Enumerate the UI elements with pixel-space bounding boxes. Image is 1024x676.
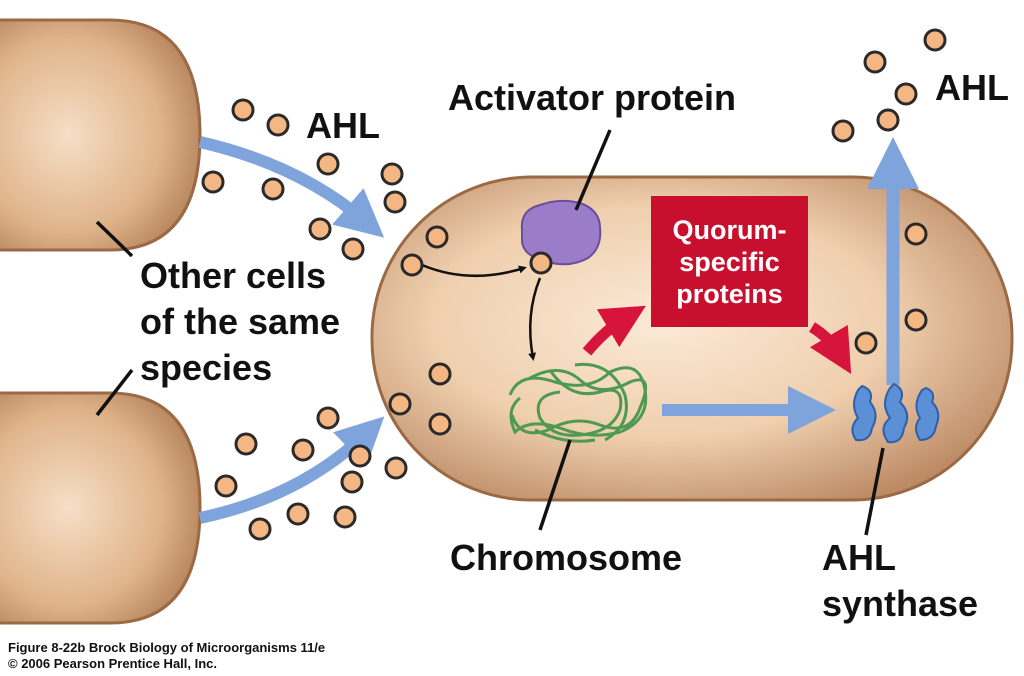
red-arrow-proteins-to-synthase bbox=[809, 322, 852, 374]
label-chromosome: Chromosome bbox=[450, 537, 683, 578]
label-ahl-left: AHL bbox=[306, 105, 380, 146]
ahl-molecules bbox=[201, 28, 947, 541]
credit-line-2: © 2006 Pearson Prentice Hall, Inc. bbox=[8, 656, 218, 671]
label-ahl-synthase-line2: synthase bbox=[822, 583, 979, 624]
label-ahl-top-right: AHL bbox=[935, 67, 1009, 108]
other-cell-top bbox=[0, 18, 202, 252]
label-quorum-line2: specific bbox=[679, 246, 780, 277]
label-other-cells-line1: Other cells bbox=[140, 255, 327, 296]
red-arrow-chromosome-to-proteins bbox=[582, 305, 646, 356]
label-ahl-synthase-line1: AHL bbox=[822, 537, 896, 578]
ahl-arrow-bottom bbox=[198, 416, 385, 524]
activation-arrow bbox=[528, 277, 542, 361]
quorum-specific-proteins-box: Quorum- specific proteins bbox=[651, 196, 808, 327]
label-activator-protein: Activator protein bbox=[448, 77, 737, 118]
label-other-cells-line2: of the same bbox=[140, 301, 341, 342]
leader-other-cells-bottom bbox=[95, 368, 134, 417]
leader-other-cells-top bbox=[95, 220, 134, 258]
label-ahl-synthase: AHL synthase bbox=[822, 540, 978, 632]
figure-credits: Figure 8-22b Brock Biology of Microorgan… bbox=[8, 640, 325, 672]
label-quorum-line3: proteins bbox=[676, 278, 783, 309]
leader-chromosome bbox=[538, 439, 572, 531]
label-other-cells-line3: species bbox=[140, 347, 273, 388]
chromosome-shape bbox=[508, 362, 648, 443]
other-cell-bottom bbox=[0, 391, 202, 625]
label-other-cells: Other cells of the same species bbox=[140, 258, 340, 396]
ahl-arrow-top bbox=[198, 136, 385, 238]
binding-arrow bbox=[421, 263, 527, 278]
leader-synthase bbox=[864, 447, 885, 536]
ahl-synthase-shape bbox=[851, 382, 940, 444]
label-quorum-line1: Quorum- bbox=[672, 214, 787, 245]
credit-line-1: Figure 8-22b Brock Biology of Microorgan… bbox=[8, 640, 326, 655]
leader-activator bbox=[574, 129, 612, 211]
